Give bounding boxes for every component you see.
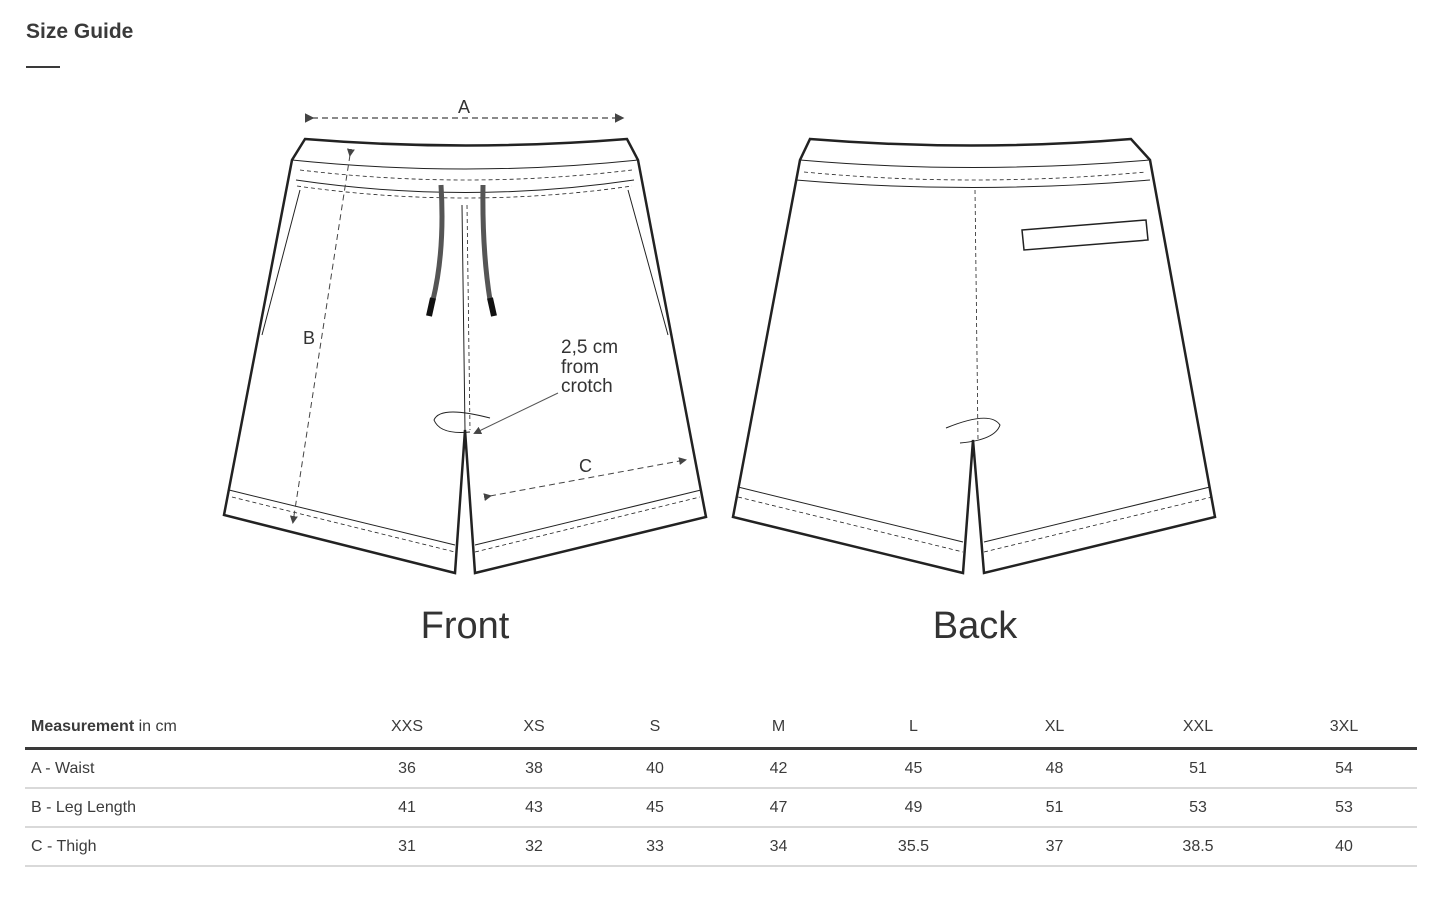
- table-cell: 49: [843, 788, 984, 828]
- label-c: C: [579, 456, 592, 476]
- table-cell: 43: [472, 788, 596, 828]
- table-cell: 51: [984, 788, 1125, 828]
- crotch-note-line1: 2,5 cm: [561, 337, 618, 358]
- table-cell: 38.5: [1125, 827, 1271, 867]
- size-header: XS: [472, 707, 596, 750]
- size-header: S: [596, 707, 714, 750]
- table-cell: 53: [1271, 788, 1417, 828]
- front-label: Front: [420, 605, 510, 647]
- size-header: M: [714, 707, 843, 750]
- size-header: XXS: [342, 707, 472, 750]
- table-cell: 36: [342, 748, 472, 789]
- table-cell: 51: [1125, 748, 1271, 789]
- table-cell: 32: [472, 827, 596, 867]
- table-cell: 53: [1125, 788, 1271, 828]
- header-unit: in cm: [134, 718, 177, 735]
- table-cell: 45: [843, 748, 984, 789]
- label-b: B: [303, 328, 315, 348]
- back-shorts-drawing: [731, 137, 1217, 575]
- row-label: C - Thigh: [25, 827, 342, 867]
- shorts-diagram: A B C 2,5 cm from crotch: [222, 97, 1217, 575]
- row-label: A - Waist: [25, 748, 342, 789]
- size-table: Measurement in cm XXS XS S M L XL XXL 3X…: [25, 707, 1417, 867]
- size-header: 3XL: [1271, 707, 1417, 750]
- table-cell: 47: [714, 788, 843, 828]
- table-cell: 31: [342, 827, 472, 867]
- title-underline: [26, 66, 60, 68]
- size-header: XXL: [1125, 707, 1271, 750]
- table-cell: 35.5: [843, 827, 984, 867]
- table-cell: 34: [714, 827, 843, 867]
- table-cell: 45: [596, 788, 714, 828]
- crotch-note-line3: crotch: [561, 376, 613, 397]
- size-header: XL: [984, 707, 1125, 750]
- table-cell: 41: [342, 788, 472, 828]
- label-a: A: [458, 97, 470, 117]
- page-title: Size Guide: [26, 20, 134, 43]
- table-cell: 42: [714, 748, 843, 789]
- front-shorts-drawing: [222, 113, 708, 575]
- table-cell: 40: [596, 748, 714, 789]
- table-cell: 40: [1271, 827, 1417, 867]
- table-cell: 48: [984, 748, 1125, 789]
- table-cell: 54: [1271, 748, 1417, 789]
- row-label: B - Leg Length: [25, 788, 342, 828]
- table-cell: 33: [596, 827, 714, 867]
- table-header-row: Measurement in cm XXS XS S M L XL XXL 3X…: [25, 707, 1417, 750]
- size-header: L: [843, 707, 984, 750]
- table-cell: 37: [984, 827, 1125, 867]
- crotch-note-line2: from: [561, 357, 599, 378]
- back-label: Back: [932, 605, 1018, 647]
- table-cell: 38: [472, 748, 596, 789]
- header-measurement: Measurement in cm: [25, 707, 342, 750]
- header-measurement-bold: Measurement: [31, 718, 135, 735]
